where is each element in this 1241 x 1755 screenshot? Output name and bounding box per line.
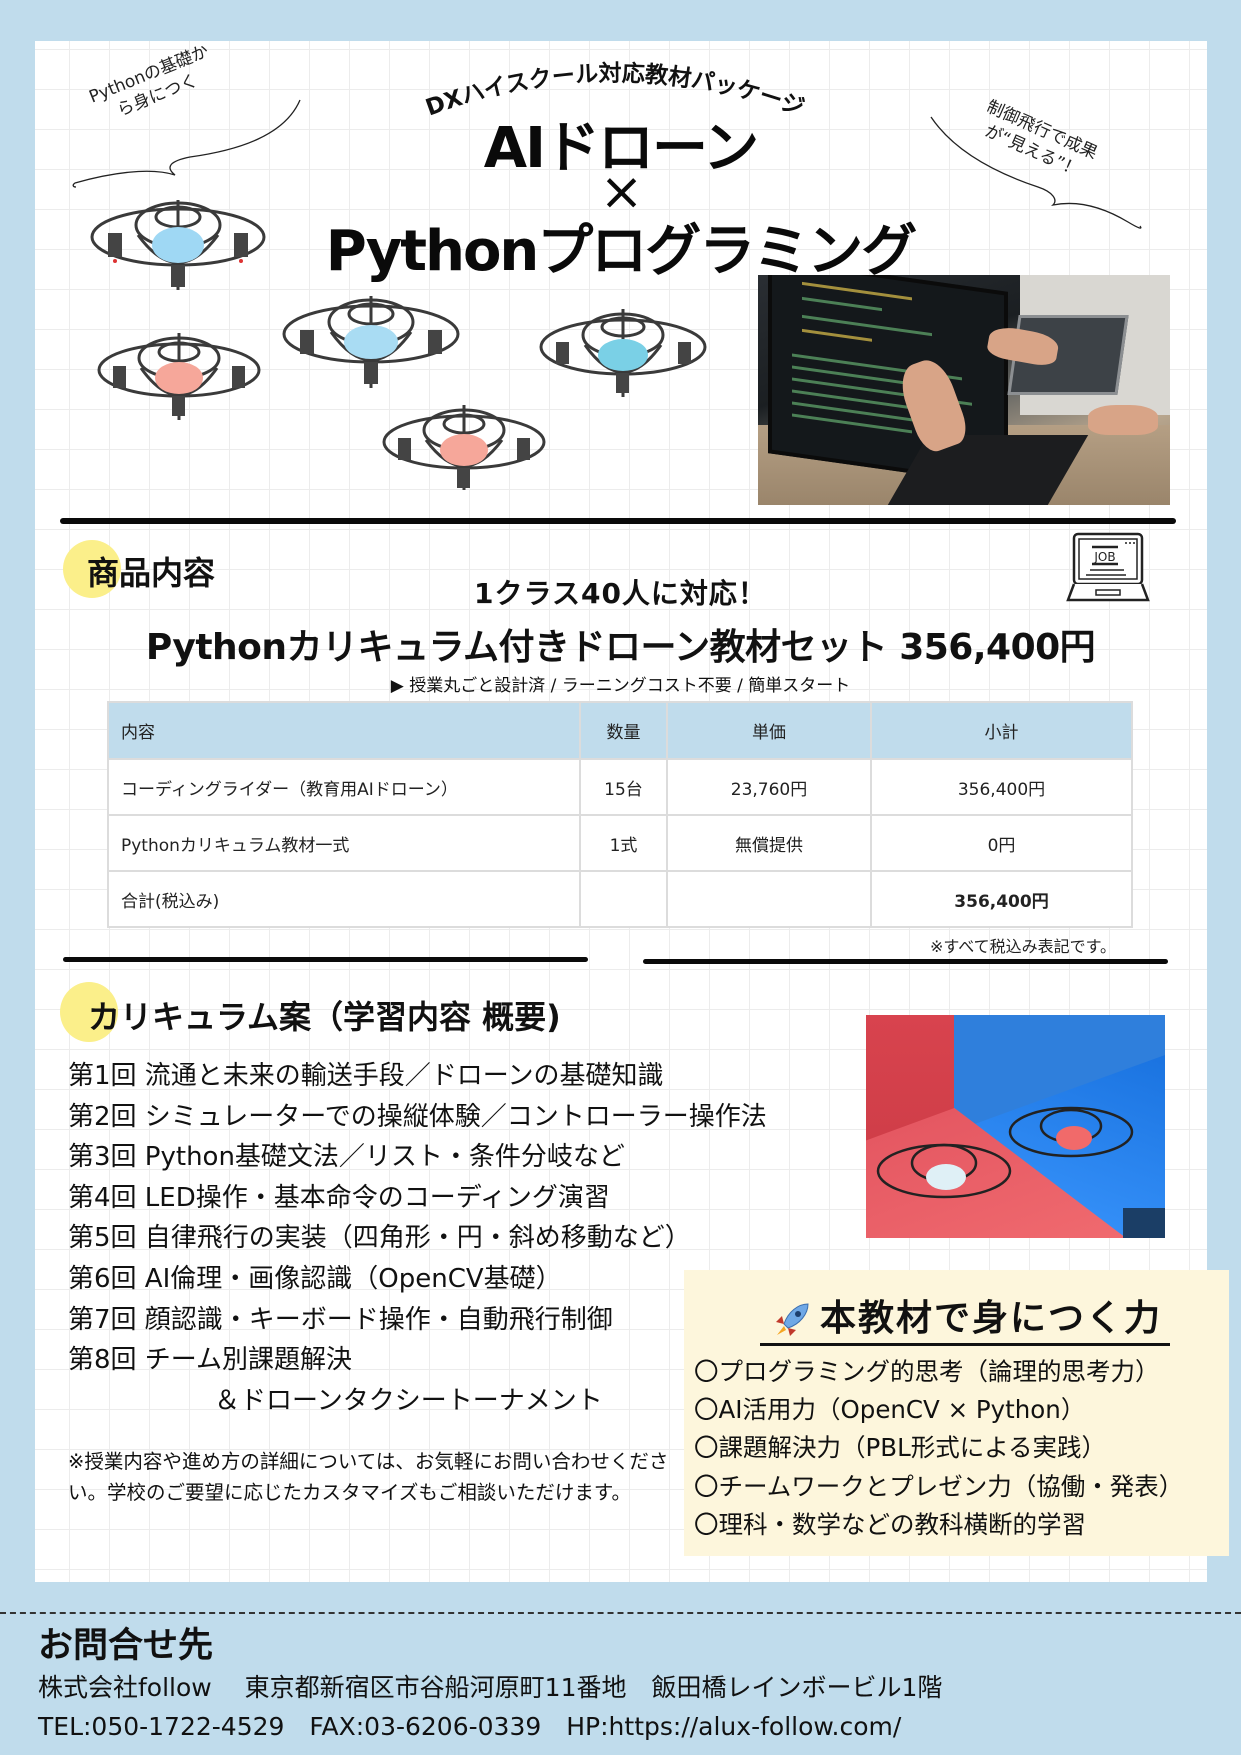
table-row: コーディングライダー（教育用AIドローン） 15台 23,760円 356,40… <box>107 758 1133 816</box>
section-title-product: 商品内容 <box>87 554 216 592</box>
table-header-row: 内容 数量 単価 小計 <box>107 701 1133 760</box>
section-title-curriculum: カリキュラム案（学習内容 概要) <box>88 998 561 1036</box>
drone-image-red-1 <box>95 330 263 422</box>
title-ai-drone: AIドローン <box>483 116 759 181</box>
contact-address: 株式会社follow 東京都新宿区市谷船河原町11番地 飯田橋レインボービル1階 <box>38 1673 943 1702</box>
divider-mid-left <box>63 957 588 962</box>
job-laptop-icon: JOB <box>1066 532 1150 602</box>
list-item: 第7回 顔認識・キーボード操作・自動飛行制御 <box>68 1304 613 1335</box>
tax-note: ※すべて税込み表記です。 <box>930 937 1117 956</box>
contact-phone-web: TEL:050-1722-4529 FAX:03-6206-0339 HP:ht… <box>38 1712 902 1741</box>
product-subline: ▶ 授業丸ごと設計済 / ラーニングコスト不要 / 簡単スタート <box>390 676 851 696</box>
curriculum-list: 第1回 流通と未来の輸送手段／ドローンの基礎知識 第2回 シミュレーターでの操縦… <box>68 1056 767 1421</box>
list-item: 第5回 自律飛行の実装（四角形・円・斜め移動など） <box>68 1223 691 1254</box>
product-headline: Pythonカリキュラム付きドローン教材セット 356,400円 <box>145 627 1096 668</box>
divider-mid-right <box>643 959 1168 964</box>
drone-image-blue-2 <box>280 292 462 390</box>
drone-image-red-2 <box>380 402 548 492</box>
list-item: 第6回 AI倫理・画像認識（OpenCV基礎） <box>68 1263 562 1294</box>
skills-list: 〇プログラミング的思考（論理的思考力） 〇AI活用力（OpenCV × Pyth… <box>694 1353 1183 1544</box>
list-item-continuation: ＆ドローンタクシートーナメント <box>214 1385 603 1416</box>
list-item: 第2回 シミュレーターでの操縦体験／コントローラー操作法 <box>68 1101 767 1132</box>
heading-highlight-dot <box>63 540 121 598</box>
bubble-left-curve <box>72 99 301 188</box>
list-item: 第1回 流通と未来の輸送手段／ドローンの基礎知識 <box>68 1061 664 1091</box>
col-header-subtotal: 小計 <box>870 701 1133 760</box>
col-header-qty: 数量 <box>579 701 668 760</box>
total-amount: 356,400円 <box>870 870 1133 928</box>
drones-photo <box>866 1015 1165 1238</box>
footer-dashed-divider <box>0 1612 1241 1614</box>
list-item: 第8回 チーム別課題解決 <box>68 1345 353 1376</box>
curriculum-note: ※授業内容や進め方の詳細については、お気軽にお問い合わせください。学校のご要望に… <box>68 1450 669 1504</box>
heading-highlight-dot <box>60 982 118 1042</box>
table-total-row: 合計(税込み) 356,400円 <box>107 870 1133 928</box>
skills-title: 本教材で身につく力 <box>760 1296 1171 1346</box>
divider-top <box>60 518 1176 524</box>
programming-photo <box>758 275 1170 505</box>
drone-image-blue-3 <box>537 305 710 400</box>
title-cross: × <box>599 162 644 222</box>
list-item: 〇AI活用力（OpenCV × Python） <box>694 1395 1086 1425</box>
list-item: 〇プログラミング的思考（論理的思考力） <box>694 1357 1160 1386</box>
skills-box: 本教材で身につく力 〇プログラミング的思考（論理的思考力） 〇AI活用力（Ope… <box>684 1270 1229 1556</box>
list-item: 〇チームワークとプレゼン力（協働・発表） <box>694 1471 1184 1501</box>
price-table: 内容 数量 単価 小計 コーディングライダー（教育用AIドローン） 15台 23… <box>107 701 1133 928</box>
list-item: 第4回 LED操作・基本命令のコーディング演習 <box>68 1182 610 1213</box>
bubble-right-curve <box>930 116 1142 229</box>
title-python-programming: Pythonプログラミング <box>325 219 918 284</box>
table-row: Pythonカリキュラム教材一式 1式 無償提供 0円 <box>107 814 1133 872</box>
drone-image-blue-1 <box>88 195 268 292</box>
col-header-unit-price: 単価 <box>666 701 872 760</box>
capacity-text: 1クラス40人に対応！ <box>474 577 767 610</box>
contact-title: お問合せ先 <box>38 1626 214 1666</box>
col-header-content: 内容 <box>107 701 581 760</box>
svg-text:JOB: JOB <box>1093 550 1115 564</box>
package-label: DXハイスクール対応教材パッケージ <box>385 52 845 132</box>
rocket-icon <box>776 1303 809 1336</box>
list-item: 〇理科・数学などの教科横断的学習 <box>694 1509 1086 1539</box>
list-item: 〇課題解決力（PBL形式による実践） <box>694 1433 1106 1463</box>
list-item: 第3回 Python基礎文法／リスト・条件分岐など <box>68 1142 625 1173</box>
